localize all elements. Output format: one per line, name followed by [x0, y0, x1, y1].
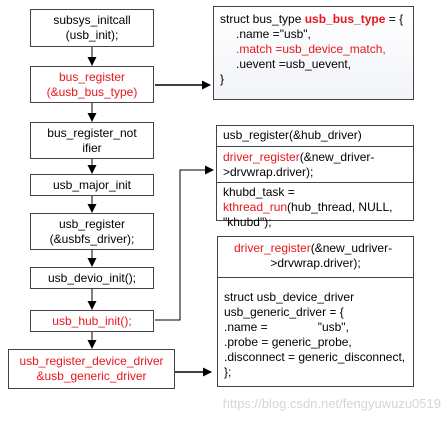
usb-register-usbfs-line1: usb_register [58, 216, 126, 231]
generic-driver-header1-rest: (&new_udriver- [310, 241, 393, 255]
usb-major-init-label: usb_major_init [52, 177, 132, 192]
usb-register-device-driver-line1: usb_register_device_driver [19, 354, 164, 368]
bus-register-notifier-line1: bus_register_not [47, 125, 137, 140]
generic-driver-line1: struct usb_device_driver [224, 290, 355, 304]
generic-driver-name-value: "usb", [317, 320, 349, 334]
hub-driver-line4: kthread_run(hub_thread, NULL, [223, 200, 407, 215]
hub-driver-header: usb_register(&hub_driver) [223, 128, 362, 142]
bus-type-line1: struct bus_type usb_bus_type = { [220, 12, 407, 27]
generic-driver-header1: driver_register(&new_udriver- [224, 241, 407, 256]
bus-type-name-field: .name ="usb", [236, 27, 311, 41]
hub-driver-line1-rest: (&new_driver- [299, 150, 375, 164]
hub-driver-line5: "khubd"); [223, 215, 272, 229]
generic-driver-line4: .probe = generic_probe, [224, 335, 352, 349]
usb-devio-init-label: usb_devio_init(); [47, 270, 137, 285]
hub-driver-box: usb_register(&hub_driver) driver_registe… [216, 125, 414, 229]
bus-type-closing: } [220, 72, 225, 86]
hub-driver-register-call: driver_register [223, 150, 300, 164]
arrow-hub-init-to-hub-box [155, 165, 214, 321]
bus-type-box: struct bus_type usb_bus_type = { .name =… [213, 6, 414, 100]
usb-hub-init-label: usb_hub_init(); [52, 313, 132, 328]
hub-driver-kthread-call: kthread_run [223, 200, 288, 214]
bus-register-notifier-line2: ifier [82, 140, 102, 155]
hub-driver-divider-2 [217, 182, 413, 183]
hub-driver-divider [217, 146, 413, 147]
bus-type-name: usb_bus_type [304, 12, 386, 26]
generic-driver-line5: .disconnect = generic_disconnect, [224, 350, 406, 364]
hub-driver-line2: >drvwrap.driver); [223, 165, 314, 179]
generic-driver-box: driver_register(&new_udriver- >drvwrap.d… [217, 236, 414, 387]
generic-driver-divider [218, 277, 413, 278]
bus-register-line1: bus_register [58, 69, 126, 84]
subsys-initcall-line2: (usb_init); [65, 28, 119, 42]
generic-driver-header2: >drvwrap.driver); [270, 256, 361, 270]
hub-driver-line3: khubd_task = [223, 185, 295, 199]
bus-register-notifier-box: bus_register_not ifier [30, 122, 154, 159]
subsys-initcall-line1: subsys_initcall [53, 13, 131, 27]
generic-driver-name-label: .name = [224, 320, 268, 334]
usb-major-init-box: usb_major_init [30, 174, 154, 196]
bus-type-line1-prefix: struct bus_type [220, 12, 305, 26]
usb-hub-init-box: usb_hub_init(); [30, 310, 154, 332]
generic-driver-register-call: driver_register [234, 241, 311, 255]
bus-type-line1-suffix: = { [385, 12, 404, 26]
usb-register-usbfs-line2: (&usbfs_driver); [49, 231, 135, 246]
bus-register-line2: (&usb_bus_type) [46, 84, 138, 99]
bus-register-box: bus_register (&usb_bus_type) [30, 66, 154, 103]
hub-driver-line4-rest: (hub_thread, NULL, [287, 200, 393, 214]
hub-driver-line1: driver_register(&new_driver- [223, 150, 407, 165]
watermark-url: https://blog.csdn.net/fengyuwuzu0519 [222, 396, 441, 411]
usb-register-device-driver-line2: &usb_generic_driver [36, 369, 147, 383]
usb-register-usbfs-box: usb_register (&usbfs_driver); [30, 213, 154, 250]
usb-register-device-driver-box: usb_register_device_driver &usb_generic_… [8, 349, 175, 389]
generic-driver-line2: usb_generic_driver = { [224, 305, 344, 319]
bus-type-uevent-field: .uevent =usb_uevent, [236, 57, 352, 71]
subsys-initcall-box: subsys_initcall (usb_init); [30, 9, 154, 47]
bus-type-match-field: .match =usb_device_match, [236, 42, 386, 56]
usb-devio-init-box: usb_devio_init(); [30, 267, 154, 289]
generic-driver-line3: .name = "usb", [224, 320, 407, 335]
generic-driver-line6: }; [224, 365, 232, 379]
